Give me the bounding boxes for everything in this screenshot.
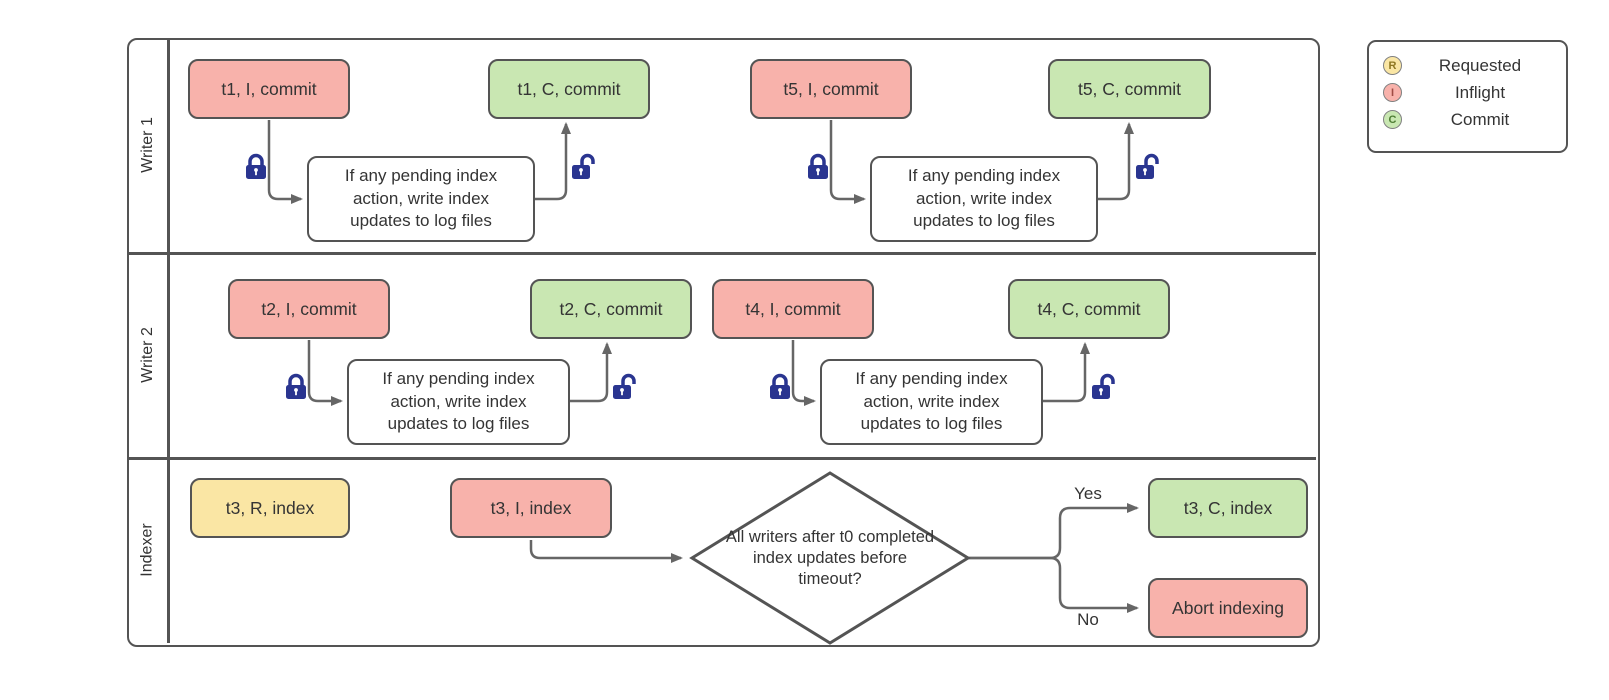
lane-divider-1 <box>127 252 1316 255</box>
node-process-writer2-b: If any pending index action, write index… <box>820 359 1043 445</box>
commit-state-icon: C <box>1383 110 1402 129</box>
node-process-writer2-a: If any pending index action, write index… <box>347 359 570 445</box>
node-t1-inflight: t1, I, commit <box>188 59 350 119</box>
node-t1-commit: t1, C, commit <box>488 59 650 119</box>
node-t5-inflight: t5, I, commit <box>750 59 912 119</box>
decision-diamond <box>689 471 971 645</box>
requested-state-icon: R <box>1383 56 1402 75</box>
legend-item-requested: R Requested <box>1383 52 1558 79</box>
legend-label: Requested <box>1438 55 1522 75</box>
node-t2-inflight: t2, I, commit <box>228 279 390 339</box>
lock-open-icon <box>570 152 596 182</box>
node-t4-commit: t4, C, commit <box>1008 279 1170 339</box>
branch-label-no: No <box>1077 610 1099 629</box>
arrow-process-to-t1c <box>535 122 571 201</box>
node-process-writer1-b: If any pending index action, write index… <box>870 156 1098 242</box>
decision-question: All writers after t0 completed index upd… <box>725 528 935 588</box>
legend-label: Inflight <box>1454 82 1506 102</box>
arrow-process-to-t4c <box>1043 342 1090 403</box>
lock-closed-icon <box>283 372 309 402</box>
lock-closed-icon <box>805 152 831 182</box>
arrow-decision-no <box>968 556 1139 613</box>
lock-closed-icon <box>767 372 793 402</box>
node-t3-commit: t3, C, index <box>1148 478 1308 538</box>
arrow-t1i-to-process <box>267 120 303 204</box>
node-t4-inflight: t4, I, commit <box>712 279 874 339</box>
node-t2-commit: t2, C, commit <box>530 279 692 339</box>
lane-divider-2 <box>127 457 1316 460</box>
swimlane-frame <box>127 38 1320 647</box>
node-t3-inflight: t3, I, index <box>450 478 612 538</box>
node-t3-requested: t3, R, index <box>190 478 350 538</box>
lock-open-icon <box>611 372 637 402</box>
lane-label-writer2: Writer 2 <box>139 326 156 383</box>
arrow-t4i-to-process <box>791 340 816 406</box>
arrow-t3i-to-decision <box>529 540 683 563</box>
inflight-state-icon: I <box>1383 83 1402 102</box>
legend: R Requested I Inflight C Commit <box>1367 40 1568 153</box>
lock-open-icon <box>1090 372 1116 402</box>
lock-open-icon <box>1134 152 1160 182</box>
lane-label-writer1: Writer 1 <box>139 117 156 173</box>
arrow-t5i-to-process <box>829 120 866 204</box>
arrow-t2i-to-process <box>307 340 343 406</box>
node-abort-indexing: Abort indexing <box>1148 578 1308 638</box>
lane-label-indexer: Indexer <box>139 523 156 577</box>
legend-label: Commit <box>1450 109 1510 129</box>
arrow-process-to-t2c <box>570 342 612 403</box>
legend-item-commit: C Commit <box>1383 106 1558 133</box>
legend-item-inflight: I Inflight <box>1383 79 1558 106</box>
node-process-writer1-a: If any pending index action, write index… <box>307 156 535 242</box>
lane-label-divider <box>167 38 170 643</box>
node-t5-commit: t5, C, commit <box>1048 59 1211 119</box>
arrow-process-to-t5c <box>1098 122 1134 201</box>
lock-closed-icon <box>243 152 269 182</box>
branch-label-yes: Yes <box>1074 484 1102 503</box>
